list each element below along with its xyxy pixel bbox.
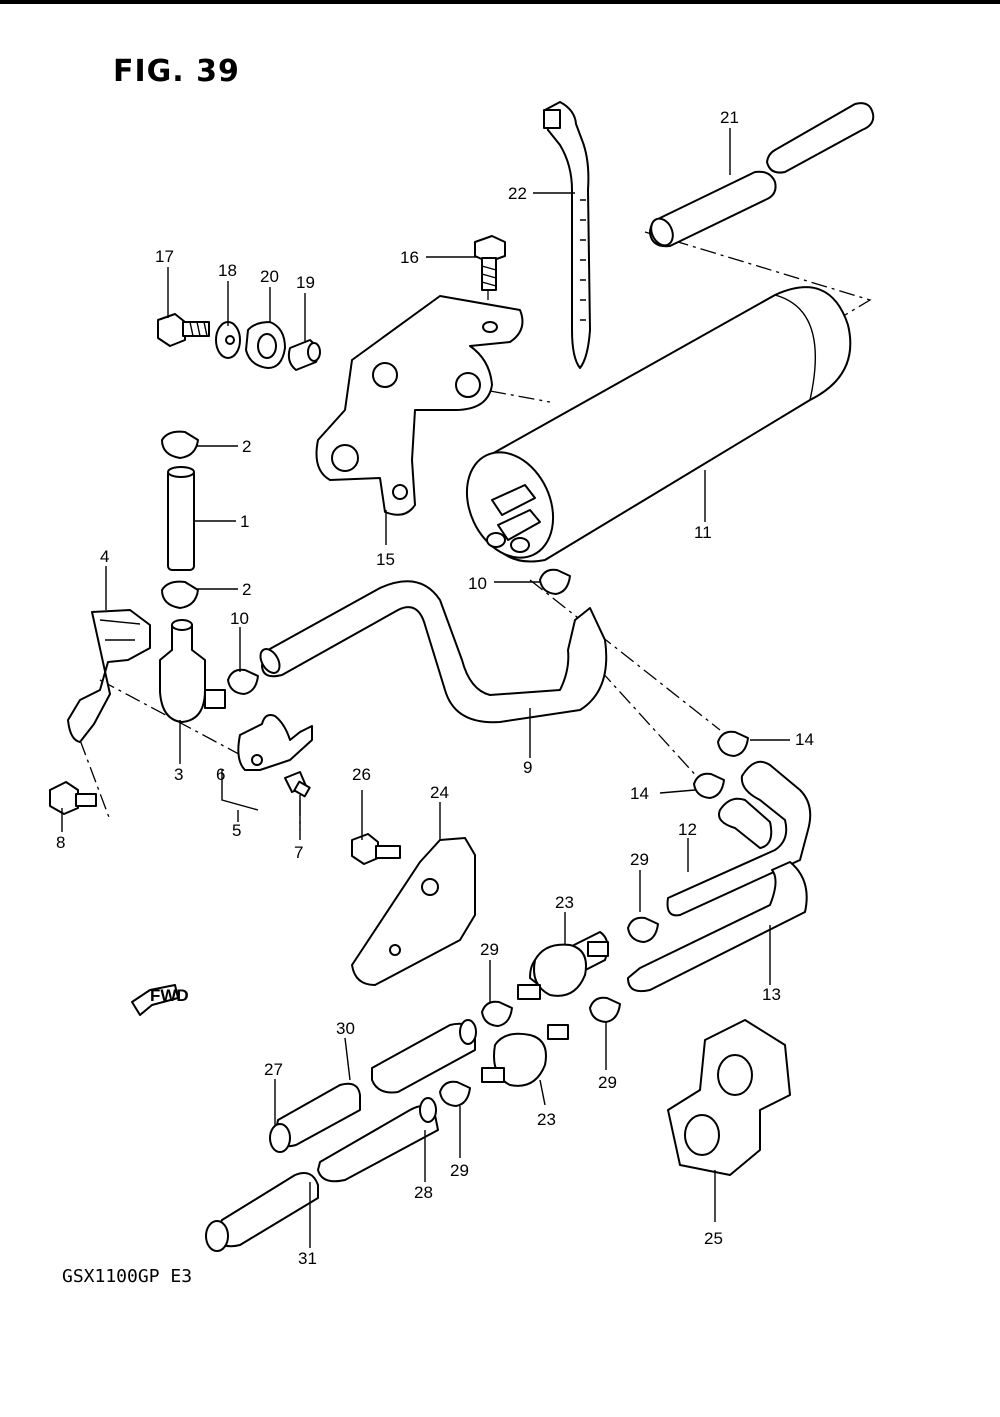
callout-6: 6: [216, 765, 225, 784]
valve-3-bracket-4: [67, 609, 226, 743]
callout-31: 31: [298, 1249, 317, 1268]
callout-22: 22: [508, 184, 527, 203]
callout-8: 8: [56, 833, 65, 852]
callout-23-bottom: 23: [537, 1110, 556, 1129]
clamps-14: [693, 730, 749, 799]
callout-17: 17: [155, 247, 174, 266]
callout-23-top: 23: [555, 893, 574, 912]
callout-26: 26: [352, 765, 371, 784]
callout-10-left: 10: [230, 609, 249, 628]
callout-13: 13: [762, 985, 781, 1004]
callout-12: 12: [678, 820, 697, 839]
hoses-12-13: [627, 760, 812, 993]
fwd-label: FWD: [150, 986, 189, 1005]
callout-24: 24: [430, 783, 449, 802]
callout-25: 25: [704, 1229, 723, 1248]
hose-21: [649, 102, 875, 248]
bracket-15: [315, 295, 524, 516]
callout-2-top: 2: [242, 437, 251, 456]
callout-5: 5: [232, 821, 241, 840]
callout-9: 9: [523, 758, 532, 777]
callout-29-right: 29: [598, 1073, 617, 1092]
callout-10-right: 10: [468, 574, 487, 593]
callout-18: 18: [218, 261, 237, 280]
mount-hardware-17-20: [157, 313, 321, 371]
canister-11: [465, 286, 852, 563]
top-border: [0, 0, 1000, 4]
callout-28: 28: [414, 1183, 433, 1202]
callout-labels: 17 18 20 19 16 22 21 2 1 2 4 10 3 6 5 7 …: [56, 108, 814, 1268]
callout-3: 3: [174, 765, 183, 784]
figure-title: FIG. 39: [113, 54, 240, 89]
filters-23: [481, 931, 609, 1087]
callout-7: 7: [294, 843, 303, 862]
clamp-5-6-screws: [49, 714, 313, 815]
strap-22: [543, 101, 591, 369]
callout-14-right: 14: [795, 730, 814, 749]
callout-16: 16: [400, 248, 419, 267]
fwd-arrow-icon: FWD: [131, 984, 189, 1016]
callout-4: 4: [100, 547, 109, 566]
callout-27: 27: [264, 1060, 283, 1079]
clamps-29: [439, 916, 659, 1107]
callout-29-left: 29: [480, 940, 499, 959]
bolt-16: [474, 235, 506, 291]
hose-9: [259, 580, 608, 724]
callout-1: 1: [240, 512, 249, 531]
leader-lines: [61, 128, 790, 1248]
callout-30: 30: [336, 1019, 355, 1038]
model-code: GSX1100GP E3: [62, 1266, 193, 1287]
block-25: [667, 1019, 791, 1176]
pipes-27-31: [205, 1019, 477, 1252]
callout-15: 15: [376, 550, 395, 569]
callout-21: 21: [720, 108, 739, 127]
callout-14-left: 14: [630, 784, 649, 803]
callout-11: 11: [694, 523, 712, 542]
hose-1-clamps-2: [161, 430, 199, 609]
callout-29-bottom: 29: [450, 1161, 469, 1180]
callout-20: 20: [260, 267, 279, 286]
clamps-10: [227, 568, 571, 695]
callout-29-top: 29: [630, 850, 649, 869]
callout-2-bottom: 2: [242, 580, 251, 599]
bracket-24-bolt-26: [351, 833, 476, 986]
callout-19: 19: [296, 273, 315, 292]
